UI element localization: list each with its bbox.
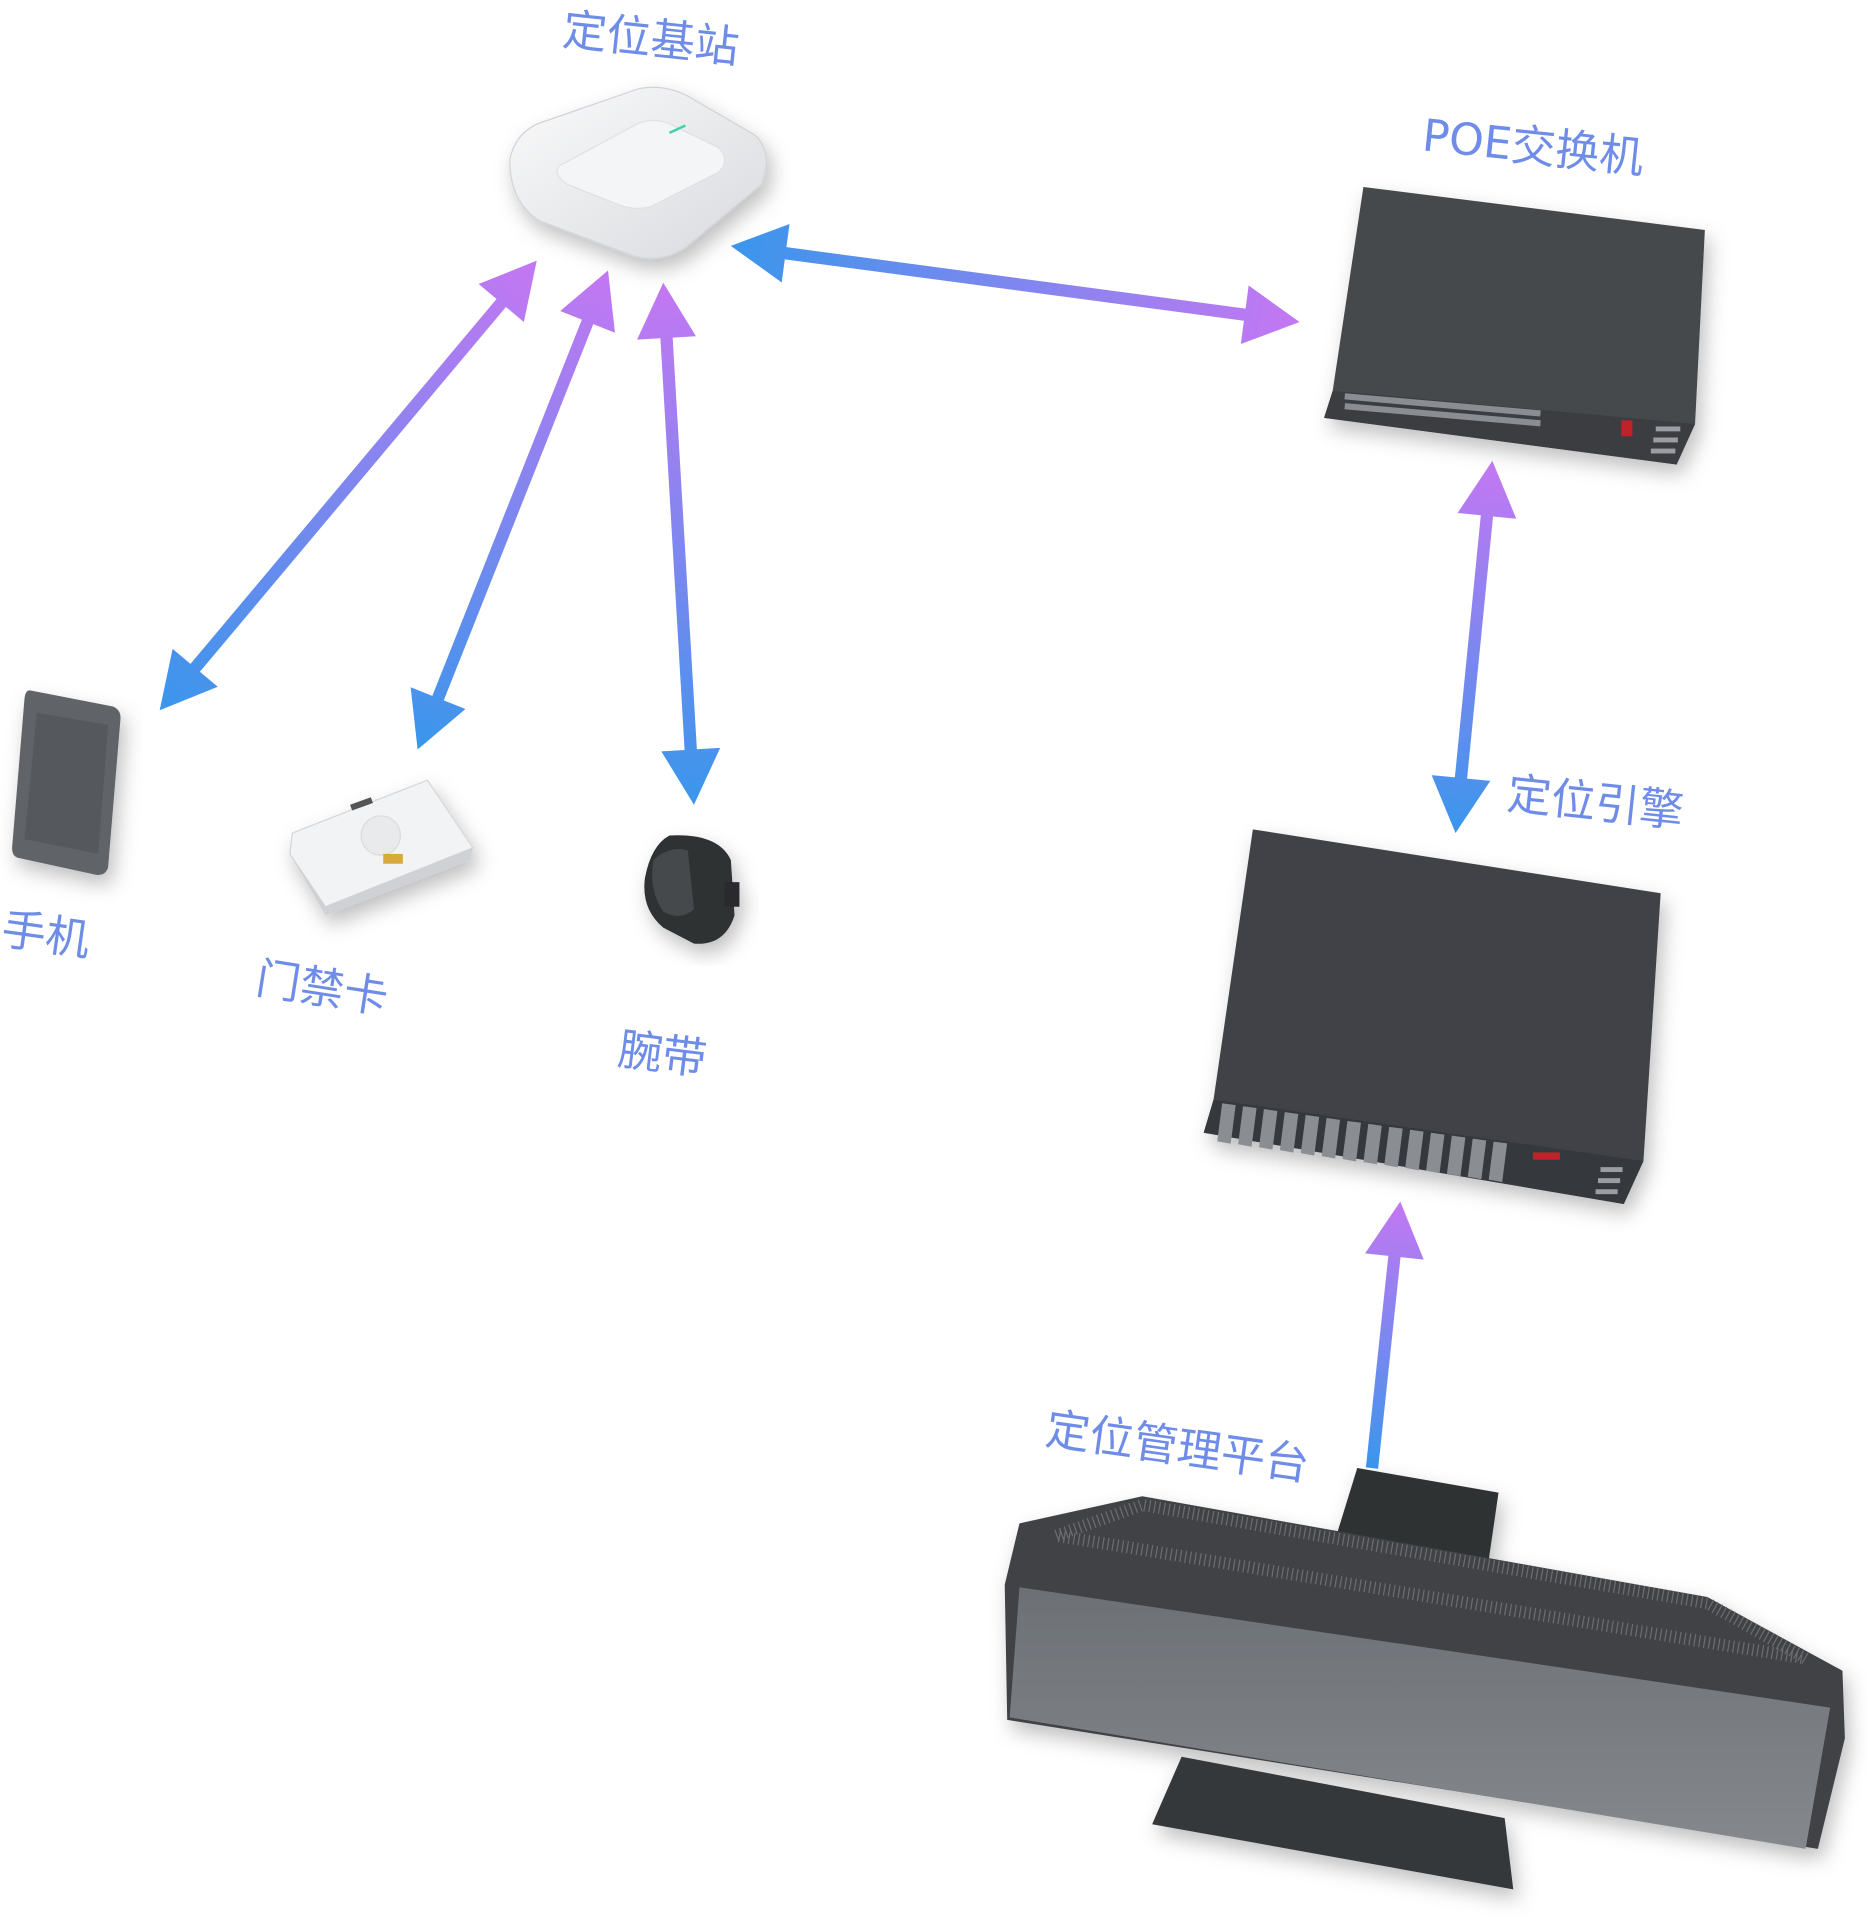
wristband-device <box>644 835 740 944</box>
vent-slot <box>1238 1106 1257 1147</box>
label-engine: 定位引擎 <box>1505 769 1686 838</box>
arrow-base-poe <box>730 224 1300 344</box>
arrow-shape <box>1431 460 1517 834</box>
vent-slot <box>1426 1132 1445 1174</box>
arrow-base-wristband <box>637 282 721 805</box>
vent-slot <box>1258 1109 1278 1150</box>
connection-arrows <box>159 224 1517 1469</box>
vent-slot <box>1446 1135 1466 1177</box>
label-wristband: 腕带 <box>615 1024 709 1085</box>
label-phone: 手机 <box>0 904 93 967</box>
arrow-shape <box>730 224 1300 344</box>
base-station-device <box>509 86 768 259</box>
vent-slot <box>1384 1126 1403 1168</box>
management-platform-monitor <box>1004 1468 1845 1890</box>
label-poe-switch: POE交换机 <box>1420 110 1646 184</box>
vent-slot <box>1321 1117 1341 1159</box>
arrow-shape <box>637 282 721 805</box>
arrow-shape <box>410 270 615 750</box>
vent-slot <box>1342 1120 1361 1162</box>
label-base-station: 定位基站 <box>560 5 741 74</box>
vent-slot <box>1405 1129 1424 1171</box>
positioning-engine-device <box>1203 829 1661 1204</box>
arrow-shape <box>1365 1201 1424 1469</box>
arrow-base-card <box>410 270 615 750</box>
arrow-poe-engine <box>1431 460 1517 834</box>
arrow-platform-engine <box>1365 1201 1424 1469</box>
vent-slot <box>1488 1141 1508 1183</box>
arrow-shape <box>159 260 537 711</box>
vent-slot <box>1363 1123 1382 1165</box>
label-access-card: 门禁卡 <box>253 953 392 1024</box>
vent-slot <box>1467 1138 1487 1180</box>
phone-device <box>12 690 121 875</box>
vent-slot <box>1300 1115 1320 1156</box>
poe-switch-device <box>1324 186 1705 465</box>
label-platform: 定位管理平台 <box>1043 1404 1313 1491</box>
arrow-base-phone <box>159 260 537 711</box>
vent-slot <box>1279 1112 1299 1153</box>
vent-slot <box>1217 1103 1236 1144</box>
access-card-device <box>289 779 474 916</box>
